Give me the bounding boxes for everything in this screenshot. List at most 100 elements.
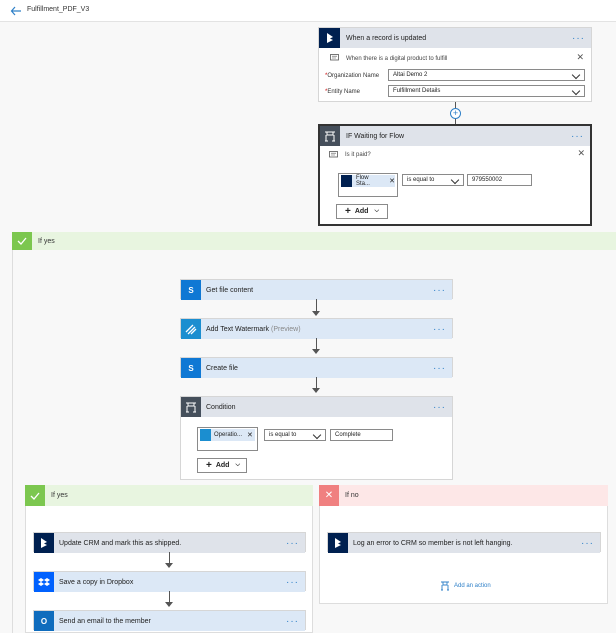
sharepoint-icon: S [181,280,201,300]
entity-value: Fulfillment Details [393,88,441,94]
if-yes-label: If yes [38,237,55,245]
close-icon[interactable]: ✕ [576,52,584,62]
if-yes-header[interactable]: If yes [25,485,313,506]
step-header: S Get file content ··· [181,280,452,300]
value-input[interactable]: 979550002 [467,174,532,186]
connector [316,299,317,312]
operator-value: is equal to [407,177,435,183]
step-update-crm[interactable]: Update CRM and mark this as shipped. ··· [33,532,306,553]
step-log-error[interactable]: Log an error to CRM so member is not lef… [327,532,601,553]
add-label: Add [354,208,369,215]
condition-icon [320,126,340,146]
dynamics-icon [341,175,352,187]
operator-dropdown[interactable]: is equal to [264,429,326,441]
operator-value: is equal to [269,432,297,438]
add-label: Add [215,462,230,469]
more-options-button[interactable]: ··· [433,323,446,335]
operator-dropdown[interactable]: is equal to [402,174,464,186]
close-icon[interactable]: ✕ [577,148,585,158]
step-save-dropbox[interactable]: Save a copy in Dropbox ··· [33,571,306,592]
condition-card: Condition ··· Operatio... ✕ is equal to … [180,396,453,480]
plus-icon: + [206,460,212,471]
if-waiting-header[interactable]: IF Waiting for Flow ··· [320,126,590,146]
dynamics-icon [319,28,340,48]
sharepoint-icon: S [181,358,201,378]
step-title: Log an error to CRM so member is not lef… [353,539,513,547]
top-bar: Fulfillment_PDF_V3 [0,0,616,22]
connector [316,338,317,350]
condition-title: Condition [206,403,236,411]
step-header: Add Text Watermark (Preview) ··· [181,319,452,339]
if-yes-outer-container [12,250,616,633]
step-header: Update CRM and mark this as shipped. ··· [34,533,305,553]
outlook-icon: O [34,611,54,631]
remove-token-icon[interactable]: ✕ [389,178,395,185]
plus-icon: + [345,206,351,217]
remove-token-icon[interactable]: ✕ [247,432,253,439]
if-no-container [319,506,608,604]
step-header: Save a copy in Dropbox ··· [34,572,305,592]
flow-title: Fulfillment_PDF_V3 [27,6,90,13]
trigger-title: When a record is updated [346,34,427,42]
if-yes-label: If yes [51,492,68,499]
add-button[interactable]: + Add ⌵ [197,458,247,473]
trigger-card: When a record is updated ··· When there … [318,27,592,102]
dynamics-icon [34,533,54,553]
add-button[interactable]: + Add ⌵ [336,204,388,219]
trigger-header[interactable]: When a record is updated ··· [319,28,591,48]
arrow-down-icon [312,388,320,393]
step-title: Create file [206,364,238,372]
flow-status-token[interactable]: Flow Sta... ✕ [341,175,395,187]
condition-header[interactable]: Condition ··· [181,397,452,417]
step-add-text-watermark[interactable]: Add Text Watermark (Preview) ··· [180,318,453,339]
step-send-email[interactable]: O Send an email to the member ··· [33,610,306,631]
step-title: Get file content [206,286,254,294]
chevron-down-icon: ⌵ [235,462,241,468]
comment-icon [329,151,338,158]
operation-token[interactable]: Operatio... ✕ [200,429,255,441]
more-options-button[interactable]: ··· [286,537,299,549]
trigger-note: When there is a digital product to fulfi… [346,56,448,62]
if-waiting-title: IF Waiting for Flow [346,132,405,140]
more-options-button[interactable]: ··· [581,537,594,549]
add-action-button[interactable]: Add an action [440,581,491,591]
value-text: Complete [335,432,361,438]
connector [316,377,317,389]
step-header: S Create file ··· [181,358,452,378]
value-text: 979550002 [472,177,503,183]
insert-step-button[interactable]: + [450,108,461,119]
chevron-down-icon [571,70,581,80]
more-options-button[interactable]: ··· [571,130,584,142]
value-input[interactable]: Complete [330,429,393,441]
arrow-down-icon [312,349,320,354]
more-options-button[interactable]: ··· [286,576,299,588]
step-title: Update CRM and mark this as shipped. [59,539,182,547]
connector [169,552,170,564]
chevron-down-icon: ⌵ [374,208,380,214]
step-title: Save a copy in Dropbox [59,578,134,586]
more-options-button[interactable]: ··· [572,32,585,44]
step-get-file-content[interactable]: S Get file content ··· [180,279,453,300]
chevron-down-icon [450,175,460,185]
organization-dropdown[interactable]: Altai Demo 2 [388,69,585,81]
org-label: *Organization Name [325,73,380,79]
if-no-header[interactable]: ✕ If no [319,485,608,506]
token-label: Operatio... [214,432,243,438]
back-arrow-icon[interactable] [10,5,22,17]
more-options-button[interactable]: ··· [433,284,446,296]
if-yes-outer-header[interactable]: If yes [12,232,616,250]
arrow-down-icon [165,602,173,607]
more-options-button[interactable]: ··· [433,362,446,374]
step-header: O Send an email to the member ··· [34,611,305,631]
dynamics-icon [328,533,348,553]
dropbox-icon [34,572,54,592]
if-waiting-note: Is it paid? [345,152,371,158]
if-no-label: If no [345,492,359,499]
step-create-file[interactable]: S Create file ··· [180,357,453,378]
more-options-button[interactable]: ··· [433,401,446,413]
chevron-down-icon [312,430,322,440]
entity-label: *Entity Name [325,89,361,95]
entity-dropdown[interactable]: Fulfillment Details [388,85,585,97]
watermark-icon [200,429,211,441]
more-options-button[interactable]: ··· [286,615,299,627]
